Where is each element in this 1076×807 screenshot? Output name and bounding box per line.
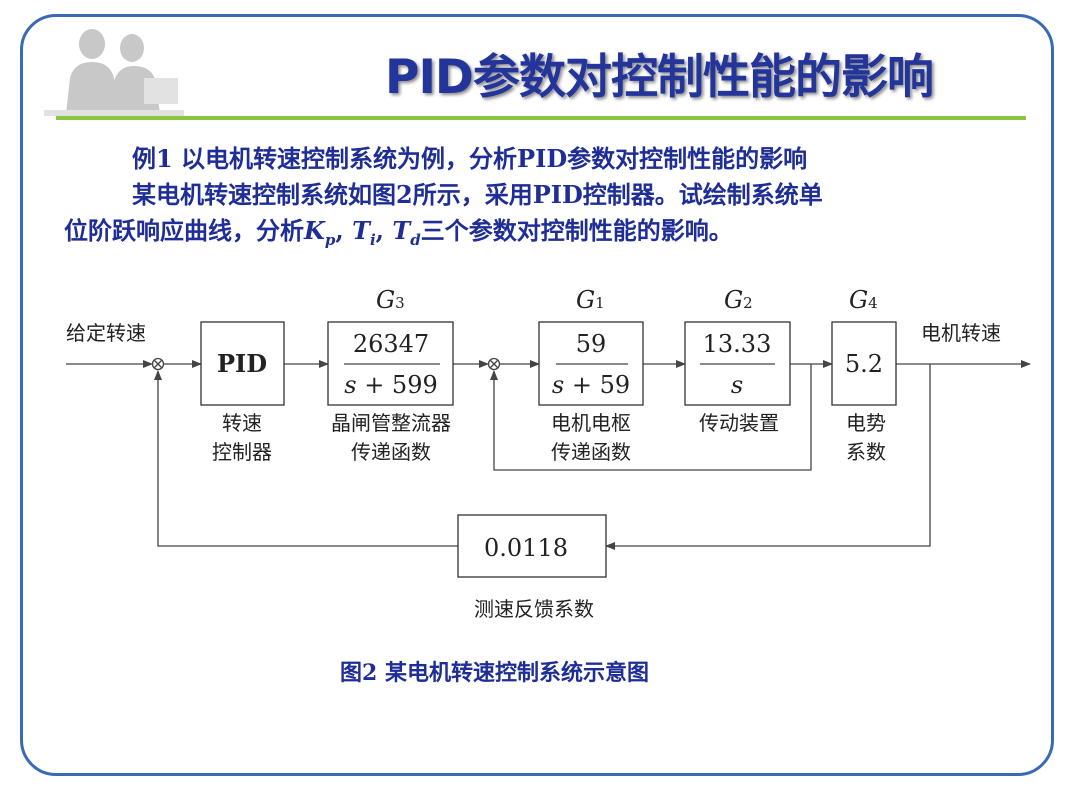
g4-caption-1: 电势 — [846, 411, 886, 435]
g2-numerator: 13.33 — [703, 330, 772, 358]
g4-caption-2: 系数 — [846, 440, 886, 464]
g3-caption-2: 传递函数 — [351, 440, 431, 464]
g4-name: G4 — [849, 286, 878, 314]
g3-numerator: 26347 — [353, 330, 429, 358]
g1-caption-2: 传递函数 — [551, 440, 631, 464]
people-silhouette-logo — [44, 29, 184, 116]
kp-symbol: K — [304, 216, 325, 245]
figure-caption: 图2 某电机转速控制系统示意图 — [340, 660, 649, 686]
g2-caption-1: 传动装置 — [699, 411, 779, 435]
td-symbol: T — [392, 216, 411, 245]
g1-numerator: 59 — [576, 330, 607, 358]
g1-caption-1: 电机电枢 — [551, 411, 631, 435]
g2-name: G2 — [724, 286, 753, 314]
line3-prefix: 位阶跃响应曲线，分析 — [64, 216, 304, 245]
g2-block — [684, 321, 791, 406]
g3-denominator: s + 599 — [344, 371, 438, 399]
feedback-caption: 测速反馈系数 — [474, 597, 594, 621]
g3-caption-1: 晶闸管整流器 — [331, 411, 451, 435]
output-label: 电机转速 — [921, 321, 1001, 345]
g3-block — [327, 321, 454, 406]
feedback-block — [457, 514, 607, 578]
pid-block-text: PID — [217, 349, 267, 378]
g1-block — [538, 321, 644, 406]
g4-value: 5.2 — [845, 350, 883, 378]
g1-name: G1 — [576, 286, 605, 314]
example-line-2: 某电机转速控制系统如图2所示，采用PID控制器。试绘制系统单 — [132, 180, 823, 209]
slide-frame — [20, 14, 1054, 776]
feedback-value: 0.0118 — [484, 534, 568, 562]
title-divider — [56, 116, 1026, 120]
g1-denominator: s + 59 — [552, 371, 630, 399]
separator-1: , — [335, 216, 353, 245]
line3-suffix: 三个参数对控制性能的影响。 — [420, 216, 733, 245]
td-subscript: d — [410, 230, 421, 249]
ti-symbol: T — [352, 216, 370, 245]
pid-block — [200, 321, 285, 406]
example-line-1: 例1 以电机转速控制系统为例，分析PID参数对控制性能的影响 — [132, 144, 808, 173]
pid-caption-2: 控制器 — [212, 440, 272, 464]
inner-feedback-line — [490, 364, 812, 471]
separator-2: , — [375, 216, 393, 245]
outer-feedback-in — [605, 364, 931, 550]
g3-name: G3 — [376, 286, 405, 314]
summing-junction-2 — [487, 357, 501, 371]
kp-subscript: p — [324, 230, 336, 249]
example-line-3: 位阶跃响应曲线，分析Kp, Ti, Td三个参数对控制性能的影响。 — [64, 216, 733, 255]
slide-title: PID参数对控制性能的影响 — [385, 50, 934, 105]
summing-junction-1 — [151, 357, 165, 371]
outer-feedback-out — [154, 370, 458, 547]
ti-subscript: i — [369, 230, 376, 249]
pid-caption-1: 转速 — [222, 411, 262, 435]
g4-block — [831, 321, 897, 406]
input-label: 给定转速 — [66, 321, 146, 345]
g2-denominator: s — [731, 371, 743, 399]
